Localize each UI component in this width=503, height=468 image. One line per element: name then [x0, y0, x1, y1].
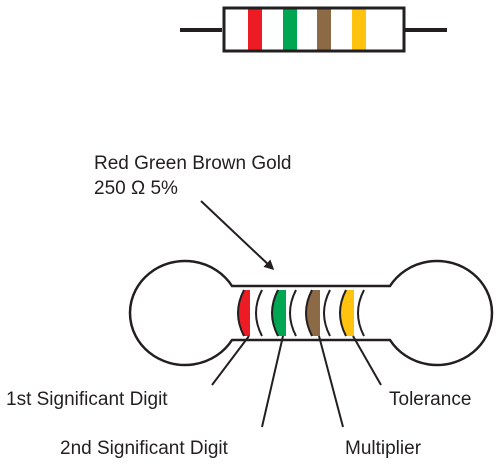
label-second-significant-digit: 2nd Significant Digit — [60, 438, 229, 459]
bottom-band-1 — [237, 289, 263, 337]
leader-multiplier — [318, 335, 344, 428]
leader-second-digit — [261, 335, 284, 428]
bottom-resistor — [128, 259, 494, 367]
bottom-band-3 — [305, 289, 331, 337]
top-band-2 — [283, 9, 297, 50]
caption-value-tolerance: 250 Ω 5% — [94, 178, 178, 199]
bottom-band-4 — [339, 289, 365, 337]
label-multiplier: Multiplier — [345, 438, 422, 459]
top-band-3 — [317, 9, 331, 50]
leader-first-digit — [211, 335, 250, 386]
label-first-significant-digit: 1st Significant Digit — [6, 389, 168, 410]
top-resistor — [180, 6, 447, 53]
top-band-1 — [248, 9, 262, 50]
top-band-4 — [352, 9, 366, 50]
label-tolerance: Tolerance — [389, 389, 471, 410]
caption-color-names: Red Green Brown Gold — [94, 153, 292, 174]
bottom-band-2 — [271, 289, 297, 337]
leader-tolerance — [352, 335, 382, 386]
caption-arrow — [200, 200, 275, 271]
